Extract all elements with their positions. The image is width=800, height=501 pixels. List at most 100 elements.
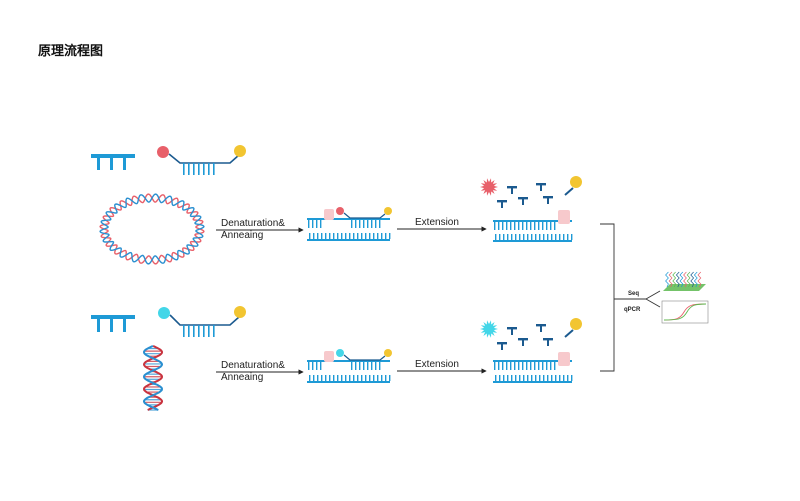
base-tick	[523, 375, 525, 381]
base-tick	[193, 163, 195, 175]
base-tick	[308, 362, 310, 370]
base-tick	[213, 163, 215, 175]
base-tick	[519, 234, 521, 240]
probe-fragment-stem	[501, 202, 503, 208]
base-tick	[506, 222, 508, 230]
base-tick	[514, 222, 516, 230]
extended-product-top	[480, 176, 582, 242]
base-tick	[355, 362, 357, 370]
base-tick	[502, 222, 504, 230]
base-tick	[547, 234, 549, 240]
fluorophore-cyan-icon	[158, 307, 170, 319]
base-tick	[518, 222, 520, 230]
base-tick	[341, 233, 343, 239]
output-label-seq: Seq	[628, 291, 639, 297]
base-tick	[367, 220, 369, 228]
base-tick	[320, 220, 322, 228]
step-label-extension-top: Extension	[415, 217, 459, 228]
base-tick	[546, 222, 548, 230]
base-tick	[381, 233, 383, 239]
base-tick	[208, 163, 210, 175]
probe-fragment-stem	[511, 329, 513, 335]
probe-fragment	[543, 196, 553, 199]
fluorophore-red-icon	[336, 207, 344, 215]
base-tick	[510, 362, 512, 370]
base-tick	[353, 375, 355, 381]
base-tick	[359, 220, 361, 228]
base-tick	[367, 362, 369, 370]
base-tick	[535, 234, 537, 240]
base-tick	[506, 362, 508, 370]
base-tick	[341, 375, 343, 381]
primer-bottom	[91, 315, 135, 332]
seq-strand	[668, 271, 673, 288]
base-tick	[507, 375, 509, 381]
linear-dna-helix	[142, 345, 164, 411]
probe-fragment	[497, 200, 507, 203]
base-tick	[351, 362, 353, 370]
fluorophore-cyan-icon	[336, 349, 344, 357]
polymerase-pink-icon	[558, 210, 570, 224]
base-tick	[316, 220, 318, 228]
base-tick	[547, 375, 549, 381]
base-tick	[514, 362, 516, 370]
base-tick	[526, 362, 528, 370]
base-tick	[499, 375, 501, 381]
base-tick	[371, 220, 373, 228]
base-tick	[543, 375, 545, 381]
base-tick	[527, 234, 529, 240]
quencher-yellow-icon	[570, 318, 582, 330]
probe-fragment-stem	[501, 344, 503, 350]
base-tick	[531, 234, 533, 240]
base-tick	[389, 233, 391, 239]
base-tick	[345, 375, 347, 381]
quencher-yellow-icon	[384, 207, 392, 215]
base-tick	[502, 362, 504, 370]
base-tick	[213, 325, 215, 337]
base-tick	[494, 362, 496, 370]
base-tick	[538, 362, 540, 370]
base-tick	[316, 362, 318, 370]
base-tick	[337, 233, 339, 239]
step-label-denaturation-bottom: Denaturation&	[221, 360, 285, 371]
base-tick	[571, 375, 573, 381]
base-tick	[373, 375, 375, 381]
base-tick	[542, 222, 544, 230]
probe-top	[157, 145, 246, 175]
base-tick	[563, 375, 565, 381]
base-tick	[519, 375, 521, 381]
base-tick	[507, 234, 509, 240]
base-tick	[320, 362, 322, 370]
probe-fragment	[518, 338, 528, 341]
base-tick	[369, 233, 371, 239]
base-tick	[359, 362, 361, 370]
base-tick	[379, 362, 381, 370]
base-tick	[329, 375, 331, 381]
base-tick	[321, 233, 323, 239]
seq-strand	[697, 271, 702, 288]
base-tick	[539, 375, 541, 381]
base-tick	[333, 375, 335, 381]
base-tick	[313, 375, 315, 381]
step-label-anneaing-bottom: Anneaing	[221, 372, 263, 383]
base-tick	[377, 233, 379, 239]
base-tick	[371, 362, 373, 370]
base-tick	[321, 375, 323, 381]
base-tick	[554, 362, 556, 370]
probe-fragment-stem	[547, 198, 549, 204]
probe-fragment-stem	[522, 199, 524, 205]
base-tick	[365, 375, 367, 381]
circular-dna	[99, 193, 205, 265]
step-label-denaturation-top: Denaturation&	[221, 218, 285, 229]
quencher-yellow-icon	[234, 145, 246, 157]
base-tick	[511, 234, 513, 240]
polymerase-pink-icon	[558, 352, 570, 366]
base-tick	[551, 375, 553, 381]
probe-fragment	[536, 183, 546, 186]
base-tick	[515, 234, 517, 240]
seq-strand	[679, 271, 684, 288]
output-label-qpcr: qPCR	[624, 307, 641, 313]
base-tick	[531, 375, 533, 381]
base-tick	[563, 234, 565, 240]
